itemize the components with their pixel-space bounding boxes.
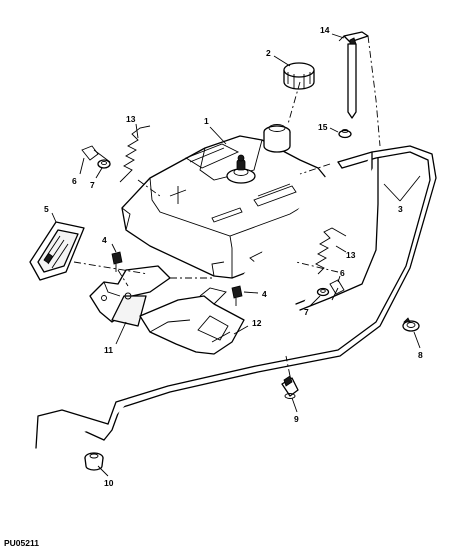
leader-11	[115, 321, 127, 345]
assembly-line-decal	[73, 261, 149, 275]
callout-15: 15	[318, 122, 328, 132]
assembly-line-rod	[367, 35, 381, 147]
instruction-decal	[29, 221, 85, 281]
assembly-line-spring-left	[137, 179, 161, 197]
fuel-cap	[283, 62, 315, 90]
leader-9	[291, 397, 298, 413]
callout-7-right: 7	[304, 307, 309, 317]
callout-13-right: 13	[346, 250, 356, 260]
callout-6-right: 6	[340, 268, 345, 278]
callout-3: 3	[398, 204, 403, 214]
leader-13a	[135, 123, 139, 139]
pin-right	[329, 279, 345, 301]
assembly-line-cap	[287, 81, 301, 125]
fuel-line	[35, 145, 437, 449]
grommet	[338, 128, 352, 139]
callout-11: 11	[104, 345, 113, 355]
leader-5	[51, 212, 57, 223]
callout-12: 12	[252, 318, 262, 328]
fuel-gauge	[226, 154, 256, 184]
mounting-bracket	[89, 265, 171, 327]
leader-10	[97, 465, 109, 477]
callout-1: 1	[204, 116, 209, 126]
callout-8: 8	[418, 350, 423, 360]
leader-4b	[243, 291, 259, 294]
assembly-line-spring-right	[295, 261, 339, 273]
washer-left	[97, 159, 111, 169]
figure-reference-code: PU05211	[4, 538, 39, 548]
hose-clamp	[402, 317, 420, 332]
callout-5: 5	[44, 204, 49, 214]
callout-7-left: 7	[90, 180, 95, 190]
assembly-line-line-end	[299, 163, 331, 175]
leader-13b	[335, 245, 347, 253]
callout-13-left: 13	[126, 114, 136, 124]
filler-neck	[263, 124, 291, 153]
assembly-line-fitting	[285, 355, 291, 377]
fuel-filter	[84, 452, 104, 471]
leader-7b	[309, 295, 321, 307]
callout-4-left: 4	[102, 235, 107, 245]
support-bracket	[139, 287, 245, 355]
leader-3	[383, 175, 421, 202]
assembly-line-screw	[117, 269, 129, 287]
assembly-line-rod-top	[337, 35, 345, 43]
leader-4a	[111, 243, 117, 253]
leader-1	[209, 126, 227, 145]
callout-2: 2	[266, 48, 271, 58]
leader-15	[329, 127, 339, 133]
spring-left	[119, 125, 151, 183]
fuel-gauge-rod	[343, 31, 369, 119]
screw-right	[231, 285, 243, 306]
leader-2	[273, 55, 291, 67]
callout-14: 14	[320, 25, 330, 35]
callout-6-left: 6	[72, 176, 77, 186]
hose-fitting	[281, 375, 299, 399]
washer-right	[316, 287, 330, 297]
callout-4-right: 4	[262, 289, 267, 299]
leader-14	[331, 33, 345, 39]
leader-6a	[79, 157, 85, 175]
leader-7a	[95, 167, 103, 179]
leader-6b	[337, 275, 341, 283]
leader-8	[413, 331, 421, 349]
callout-9: 9	[294, 414, 299, 424]
callout-10: 10	[104, 478, 114, 488]
leader-12	[233, 325, 249, 335]
spring-right	[315, 227, 347, 275]
screw-left	[111, 251, 123, 272]
